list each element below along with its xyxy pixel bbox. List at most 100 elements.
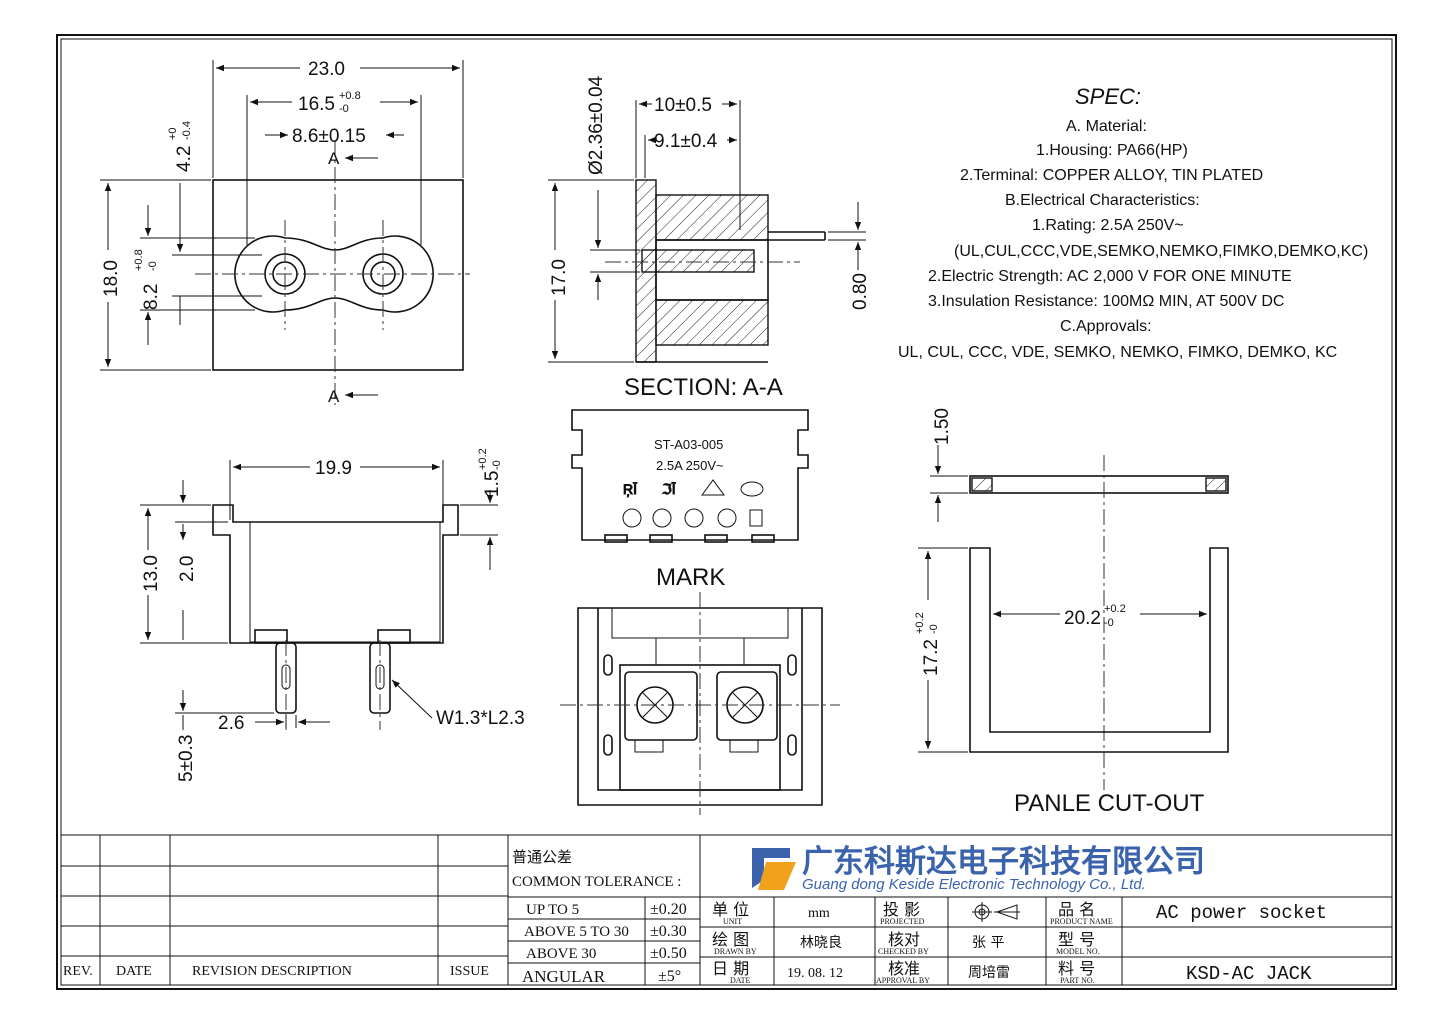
spec-line: 2.Electric Strength: AC 2,000 V FOR ONE … bbox=[928, 268, 1292, 285]
checked-label-cn: 核对 bbox=[888, 930, 920, 949]
dim-top-offset-tol-low: -0.4 bbox=[181, 121, 193, 140]
part-label-en: PART NO. bbox=[1060, 976, 1095, 985]
side-view: 19.9 1.5 +0.2 -0 13.0 2.0 2.6 5±0.3 W1.3… bbox=[140, 448, 525, 782]
product-value: AC power socket bbox=[1156, 902, 1327, 924]
tolerance-value: ±0.50 bbox=[650, 945, 687, 962]
mark-model: ST-A03-005 bbox=[654, 437, 723, 452]
date-label-cn: 日 期 bbox=[712, 959, 749, 978]
dim-holes-outer-tol-up: +0.8 bbox=[339, 90, 361, 102]
spec-line: B.Electrical Characteristics: bbox=[1005, 192, 1200, 209]
front-view: A A 23.0 16.5 +0.8 -0 8.6±0.15 18.0 8.2 … bbox=[100, 59, 470, 406]
spec-line: 3.Insulation Resistance: 100MΩ MIN, AT 5… bbox=[928, 293, 1284, 310]
mark-rating: 2.5A 250V~ bbox=[656, 458, 724, 473]
dim-side-lip: 2.0 bbox=[177, 556, 198, 582]
svg-text:ŖĪ: ŖĪ bbox=[623, 481, 637, 497]
dim-flange: 1.5 bbox=[482, 471, 503, 497]
product-label-en: PRODUCT NAME bbox=[1050, 917, 1113, 926]
part-label-cn: 料 号 bbox=[1058, 959, 1095, 978]
spec-title: SPEC: bbox=[1075, 84, 1141, 109]
spec-line: 1.Rating: 2.5A 250V~ bbox=[1032, 217, 1184, 234]
dim-width: 23.0 bbox=[308, 59, 345, 80]
dim-flange-tol-up: +0.2 bbox=[477, 448, 489, 470]
dim-hole-height-tol-low: -0 bbox=[147, 261, 159, 271]
projected-label-cn: 投 影 bbox=[883, 900, 920, 919]
dim-side-width: 19.9 bbox=[315, 458, 352, 479]
dim-hole-height-tol-up: +0.8 bbox=[133, 249, 145, 271]
dim-cutout-width-tol-up: +0.2 bbox=[1104, 603, 1126, 615]
dim-holes-outer: 16.5 bbox=[298, 94, 335, 115]
unit-label-cn: 单 位 bbox=[712, 900, 749, 919]
cutout-title: PANLE CUT-OUT bbox=[1014, 790, 1205, 817]
section-title: SECTION: A-A bbox=[624, 374, 783, 401]
section-mark-top: A bbox=[328, 149, 340, 168]
dim-pin-pitch: 2.6 bbox=[218, 713, 244, 734]
dim-top-offset: 4.2 bbox=[174, 146, 195, 172]
dim-pin-length: 5±0.3 bbox=[176, 735, 197, 782]
section-view: 10±0.5 9.1±0.4 Ø2.36±0.04 17.0 0.80 SECT… bbox=[548, 75, 871, 401]
spec-block: SPEC: A. Material: 1.Housing: PA66(HP) 2… bbox=[898, 84, 1368, 361]
product-label-cn: 品 名 bbox=[1058, 900, 1095, 919]
mark-view: ST-A03-005 2.5A 250V~ ŖĪ ℑĪ MARK bbox=[571, 409, 809, 591]
dim-height: 18.0 bbox=[101, 260, 122, 297]
rev-header: REV. bbox=[63, 964, 93, 979]
date-header: DATE bbox=[116, 964, 152, 979]
outer-border bbox=[56, 34, 1397, 990]
approval-value: 周培雷 bbox=[968, 965, 1010, 981]
revision-description-header: REVISION DESCRIPTION bbox=[192, 964, 352, 979]
company-name-en: Guang dong Keside Electronic Technology … bbox=[802, 876, 1146, 893]
dim-cutout-width: 20.2 bbox=[1064, 608, 1101, 629]
tolerance-range: UP TO 5 bbox=[526, 902, 579, 918]
projection-symbol-icon bbox=[972, 902, 1020, 922]
certification-icons: ŖĪ ℑĪ bbox=[622, 479, 764, 528]
dim-cutout-height: 17.2 bbox=[921, 639, 942, 676]
tolerance-range: ABOVE 30 bbox=[526, 946, 596, 962]
revision-headers: REV. DATE REVISION DESCRIPTION ISSUE bbox=[63, 964, 489, 979]
dim-depth-outer: 10±0.5 bbox=[654, 95, 712, 116]
inner-border bbox=[60, 38, 1393, 986]
mark-title: MARK bbox=[656, 564, 725, 591]
tolerance-range: ANGULAR bbox=[522, 967, 606, 986]
tolerance-range: ABOVE 5 TO 30 bbox=[524, 924, 629, 940]
projected-label-en: PROJECTED bbox=[880, 917, 925, 926]
dim-side-height: 13.0 bbox=[141, 555, 162, 592]
dim-height-section: 17.0 bbox=[549, 259, 570, 296]
approval-label-en: APPROVAL BY bbox=[876, 976, 930, 985]
dim-pin-dia: Ø2.36±0.04 bbox=[586, 75, 607, 175]
company-logo: 广东科斯达电子科技有限公司 Guang dong Keside Electron… bbox=[752, 844, 1205, 893]
approval-label-cn: 核准 bbox=[888, 959, 920, 978]
tolerance-value: ±0.30 bbox=[650, 923, 687, 940]
unit-label-en: UNIT bbox=[723, 917, 742, 926]
dim-depth-inner: 9.1±0.4 bbox=[654, 131, 718, 152]
info-table: 单 位 UNIT mm 投 影 PROJECTED 品 名 PRODUCT NA… bbox=[712, 900, 1327, 985]
part-value: KSD-AC JACK bbox=[1186, 963, 1312, 985]
tolerance-value: ±0.20 bbox=[650, 901, 687, 918]
cutout-view: 1.50 20.2 +0.2 -0 17.2 +0.2 -0 PANLE CUT… bbox=[914, 408, 1229, 817]
spec-line: A. Material: bbox=[1066, 118, 1147, 135]
model-label-cn: 型 号 bbox=[1058, 930, 1095, 949]
dim-holes-outer-tol-low: -0 bbox=[339, 103, 349, 115]
dim-pin-size: W1.3*L2.3 bbox=[436, 708, 525, 729]
dim-hole-height: 8.2 bbox=[141, 284, 162, 310]
title-block bbox=[61, 834, 1392, 985]
tolerance-title-cn: 普通公差 bbox=[512, 848, 572, 866]
dim-cutout-height-tol-up: +0.2 bbox=[914, 612, 926, 634]
spec-line: 1.Housing: PA66(HP) bbox=[1036, 142, 1188, 159]
section-mark-bottom: A bbox=[328, 387, 340, 406]
dim-cutout-width-tol-low: -0 bbox=[1104, 617, 1114, 629]
spec-line: C.Approvals: bbox=[1060, 318, 1152, 335]
dim-cutout-thickness: 1.50 bbox=[932, 408, 953, 445]
date-label-en: DATE bbox=[730, 976, 751, 985]
dim-top-offset-tol-up: +0 bbox=[167, 127, 179, 140]
checked-label-en: CHECKED BY bbox=[878, 947, 929, 956]
drawn-value: 林晓良 bbox=[800, 935, 842, 951]
dim-flange-tol-low: -0 bbox=[491, 460, 503, 470]
checked-value: 张 平 bbox=[972, 935, 1004, 951]
drawn-label-en: DRAWN BY bbox=[714, 947, 757, 956]
spec-line: UL, CUL, CCC, VDE, SEMKO, NEMKO, FIMKO, … bbox=[898, 344, 1337, 361]
dim-cutout-height-tol-low: -0 bbox=[928, 624, 940, 634]
tolerance-title-en: COMMON TOLERANCE : bbox=[512, 874, 681, 890]
date-value: 19. 08. 12 bbox=[787, 966, 843, 981]
unit-value: mm bbox=[808, 906, 830, 921]
model-label-en: MODEL NO. bbox=[1056, 947, 1100, 956]
